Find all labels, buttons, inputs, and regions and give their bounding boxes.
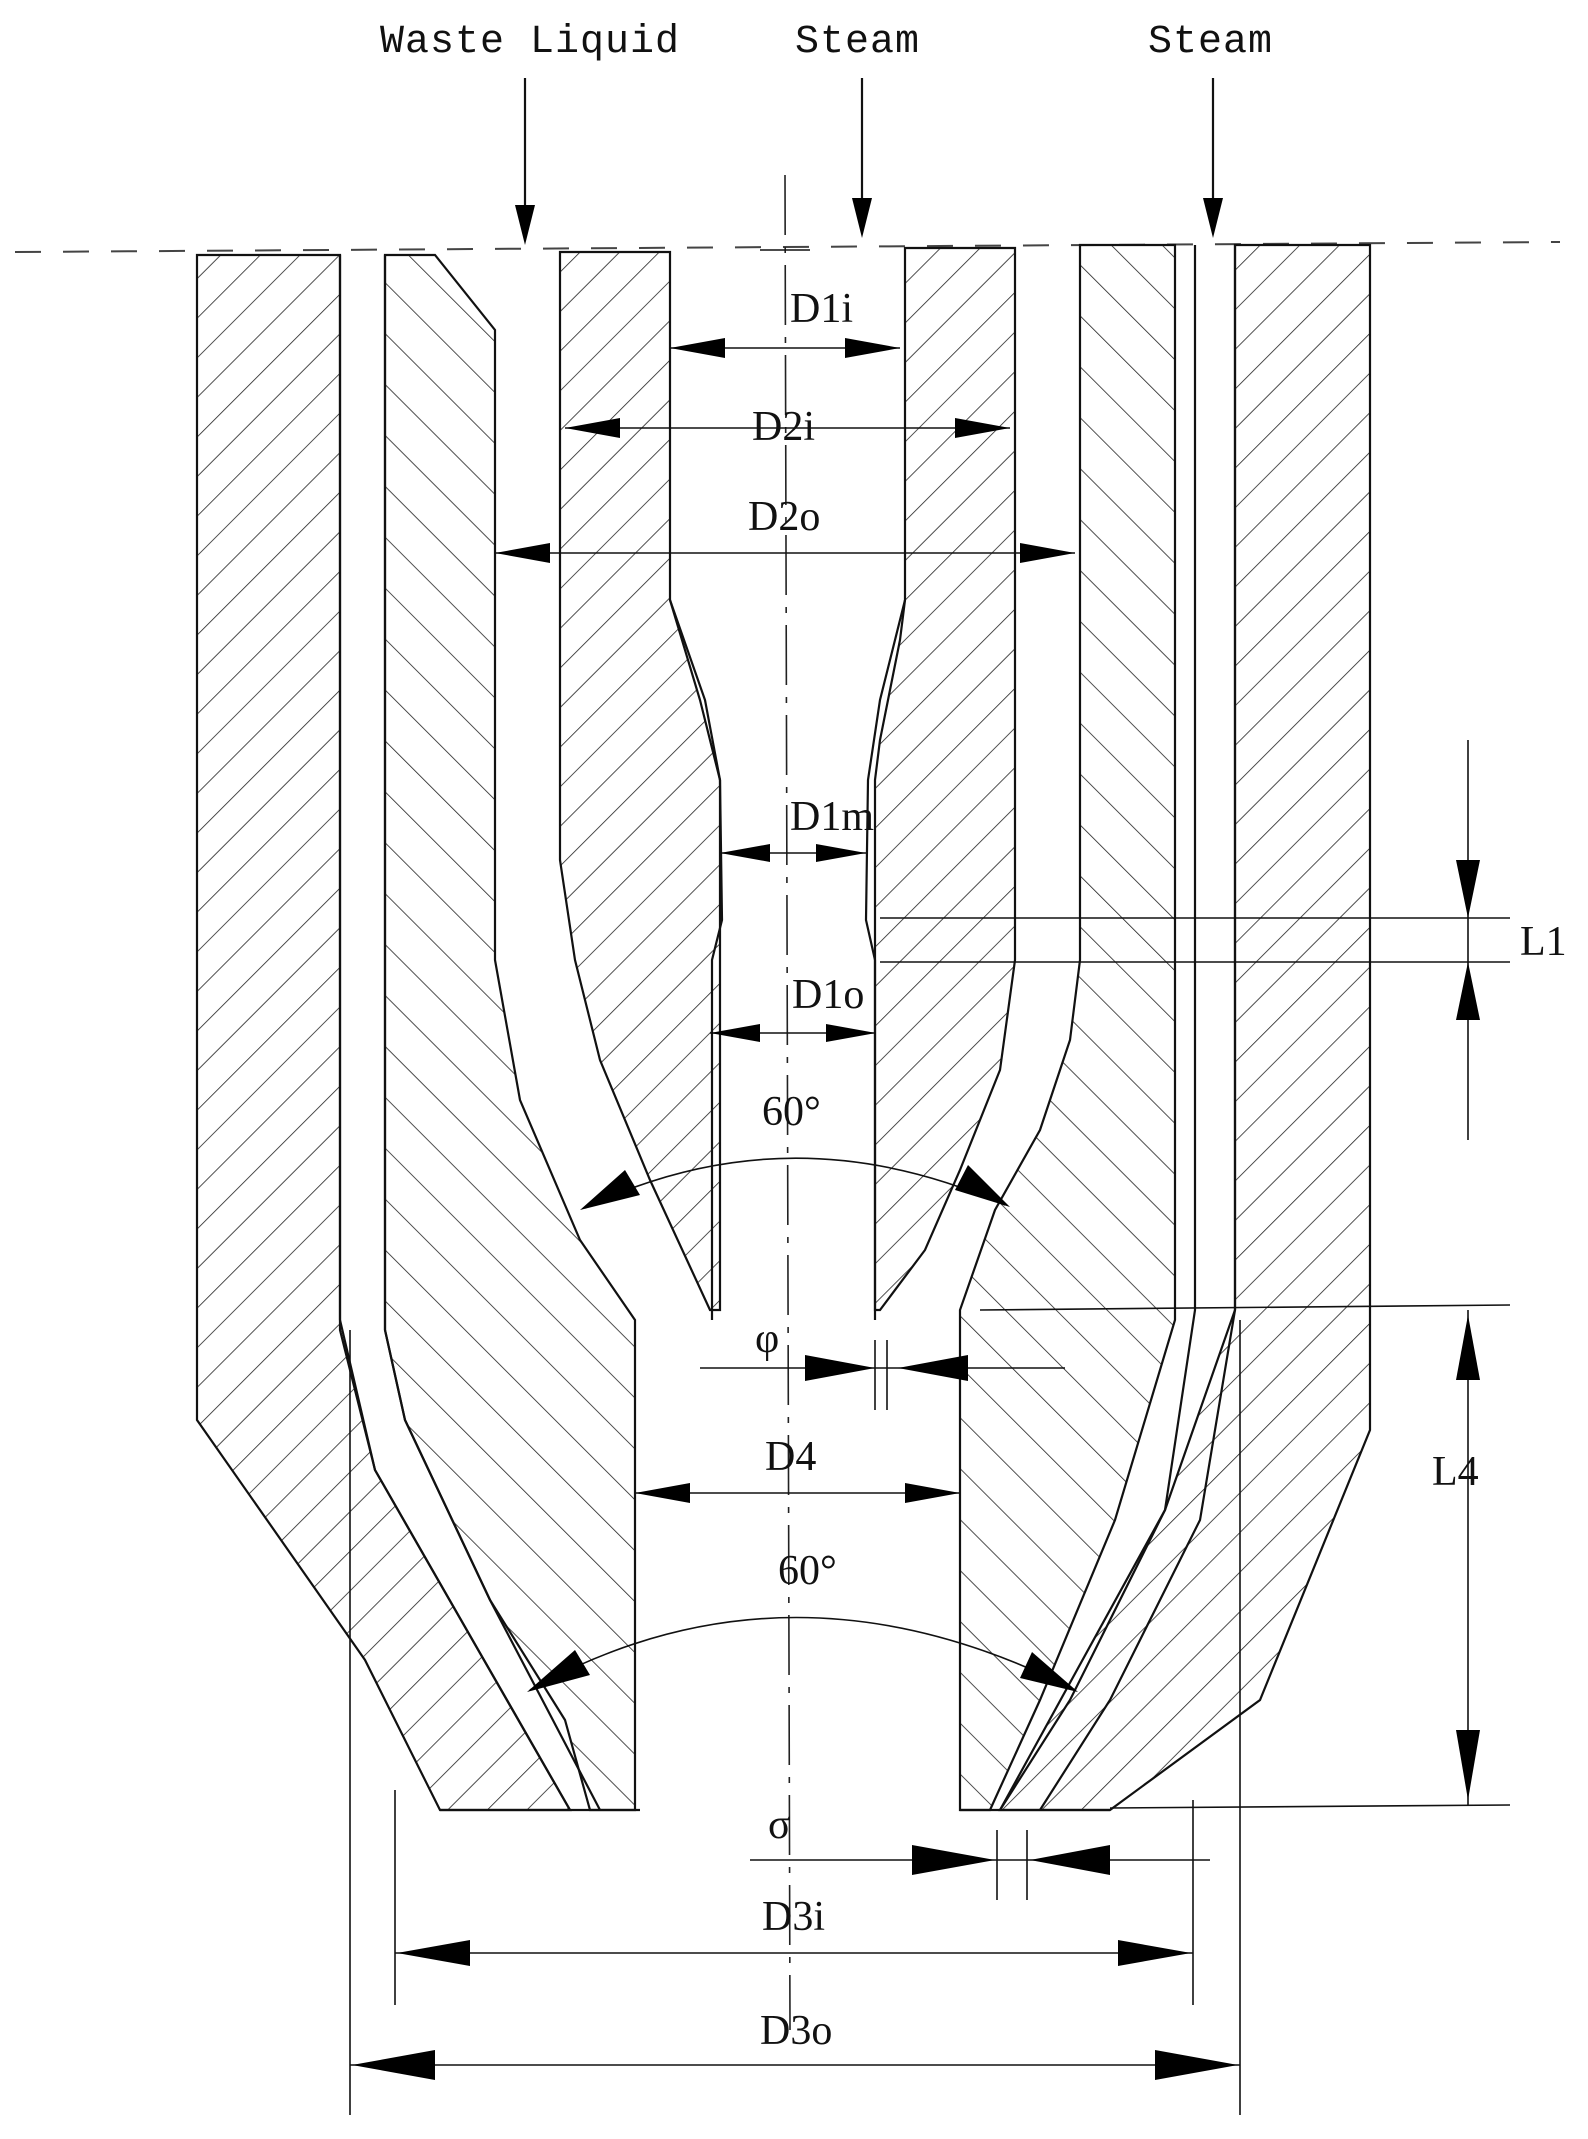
label-angle-upper: 60° (762, 1089, 821, 1135)
label-d3i: D3i (762, 1894, 825, 1940)
inner-tube-right (873, 246, 1017, 1312)
steam-right-arrow (1203, 198, 1223, 238)
top-reference-line (14, 241, 1561, 253)
label-d2i: D2i (752, 404, 815, 450)
label-d3o: D3o (760, 2008, 832, 2054)
label-d1o: D1o (792, 972, 864, 1018)
label-d1m: D1m (790, 794, 874, 840)
label-d2o: D2o (748, 494, 820, 540)
steam-center-arrow (852, 198, 872, 238)
label-steam-right: Steam (1148, 20, 1273, 65)
waste-liquid-arrow (515, 205, 535, 245)
label-steam-center: Steam (795, 20, 920, 65)
label-d4: D4 (765, 1434, 816, 1480)
label-d1i: D1i (790, 286, 853, 332)
label-angle-lower: 60° (778, 1548, 837, 1594)
label-l4: L4 (1432, 1449, 1479, 1495)
inner-tube-left (558, 250, 722, 1312)
center-axis (784, 174, 791, 2031)
label-sigma: σ (768, 1802, 791, 1848)
label-phi: φ (755, 1316, 779, 1362)
label-l1: L1 (1520, 919, 1567, 965)
label-waste-liquid: Waste Liquid (380, 20, 680, 65)
